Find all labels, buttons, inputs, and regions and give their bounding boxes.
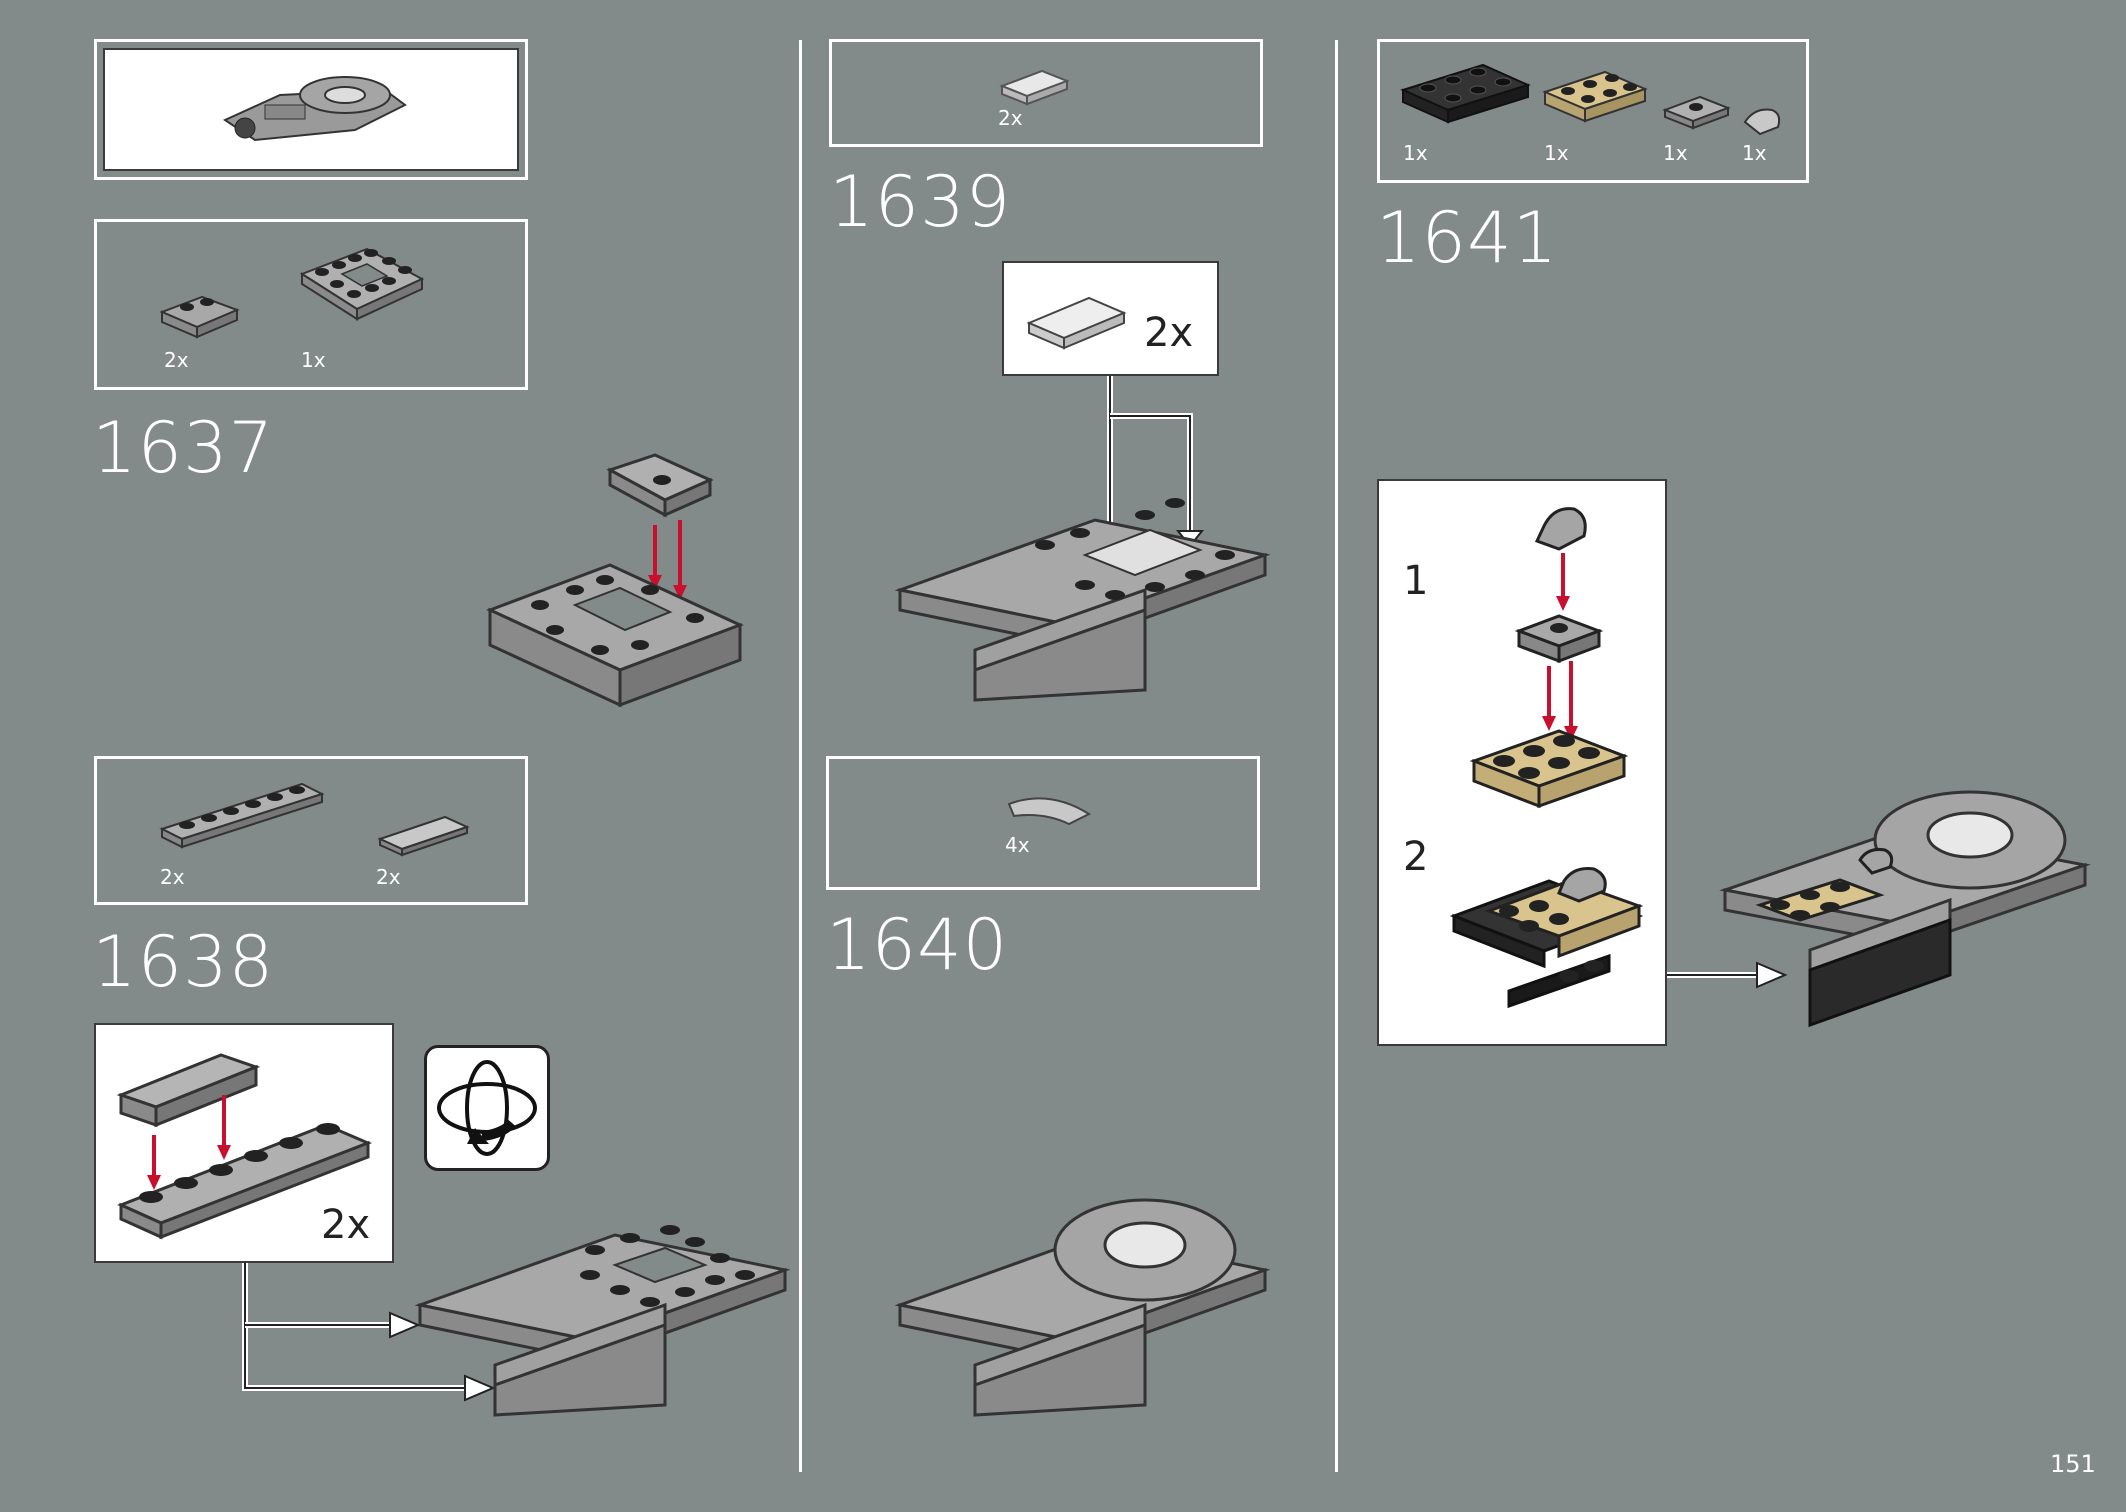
step-1641-build-illustration [1719,790,2091,1028]
subassembly-preview-frame [103,48,519,171]
subassembly-preview-image [222,76,407,142]
step-1640-number: 1640 [826,904,1009,986]
step-1637-part-2-qty: 1x [301,348,326,372]
part-plate-4x4-frame [299,247,425,321]
step-1641-part-1-qty: 1x [1403,141,1428,165]
part-plate-2x4-black [1400,63,1531,124]
step-1641-part-4-qty: 1x [1742,141,1767,165]
part-plate-1x2-jumper [1662,95,1731,130]
rotate-model-icon [437,1060,537,1156]
step-1641-number: 1641 [1376,197,1559,279]
step-1638-build-illustration [414,1225,791,1417]
step-1640-build-illustration [894,1198,1271,1417]
step-1637-parts-box: 2x 1x [94,219,528,390]
step-1638-part-2-qty: 2x [376,865,401,889]
column-divider-left [799,40,802,1472]
step-1638-parts-box: 2x 2x [94,756,528,905]
substep-1-number: 1 [1403,558,1429,604]
step-1641-callout: 1 2 [1377,479,1667,1046]
substep-2-illustration [1449,867,1644,1009]
substep-1-illustration [1469,507,1629,809]
part-tile-quarter-round [1007,797,1092,826]
step-1641-part-3-qty: 1x [1663,141,1688,165]
step-1641-parts-box: 1x 1x 1x 1x [1377,39,1809,183]
step-1638-part-1-qty: 2x [160,865,185,889]
step-1640-part-qty: 4x [1005,833,1030,857]
rotate-model-icon-box [424,1045,550,1171]
step-1641-part-2-qty: 1x [1544,141,1569,165]
part-plate-1x6 [159,782,325,849]
step-1637-part-1-qty: 2x [164,348,189,372]
step-1638-callout-qty: 2x [321,1202,371,1248]
part-plate-2x3-tan [1542,70,1648,123]
step-1639-number: 1639 [829,161,1012,243]
step-1637-number: 1637 [92,407,275,489]
page-number: 151 [2050,1450,2096,1478]
step-1639-parts-box: 2x [829,39,1263,147]
step-1639-callout: 2x [1002,261,1219,376]
part-tile-1x4 [377,815,470,857]
step-1638-callout: 2x [94,1023,394,1263]
step-1639-callout-qty: 2x [1144,310,1194,356]
step-1638-callout-connector [242,1263,496,1402]
step-1638-callout-illustration [116,1053,372,1240]
step-1641-callout-connector [1667,961,1788,989]
step-1639-part-qty: 2x [998,106,1023,130]
column-divider-right [1335,40,1338,1472]
step-1639-build-illustration [894,498,1271,702]
step-1637-build-illustration [486,453,744,708]
part-tile-1x2-trans [999,69,1070,106]
step-1638-number: 1638 [92,921,275,1003]
subassembly-preview-box [94,39,528,180]
part-plate-1x2-rail [159,295,240,339]
part-tile-round-corner [1743,108,1781,136]
step-1639-callout-illustration [1026,296,1127,350]
step-1640-parts-box: 4x [826,756,1260,890]
substep-2-number: 2 [1403,834,1429,880]
